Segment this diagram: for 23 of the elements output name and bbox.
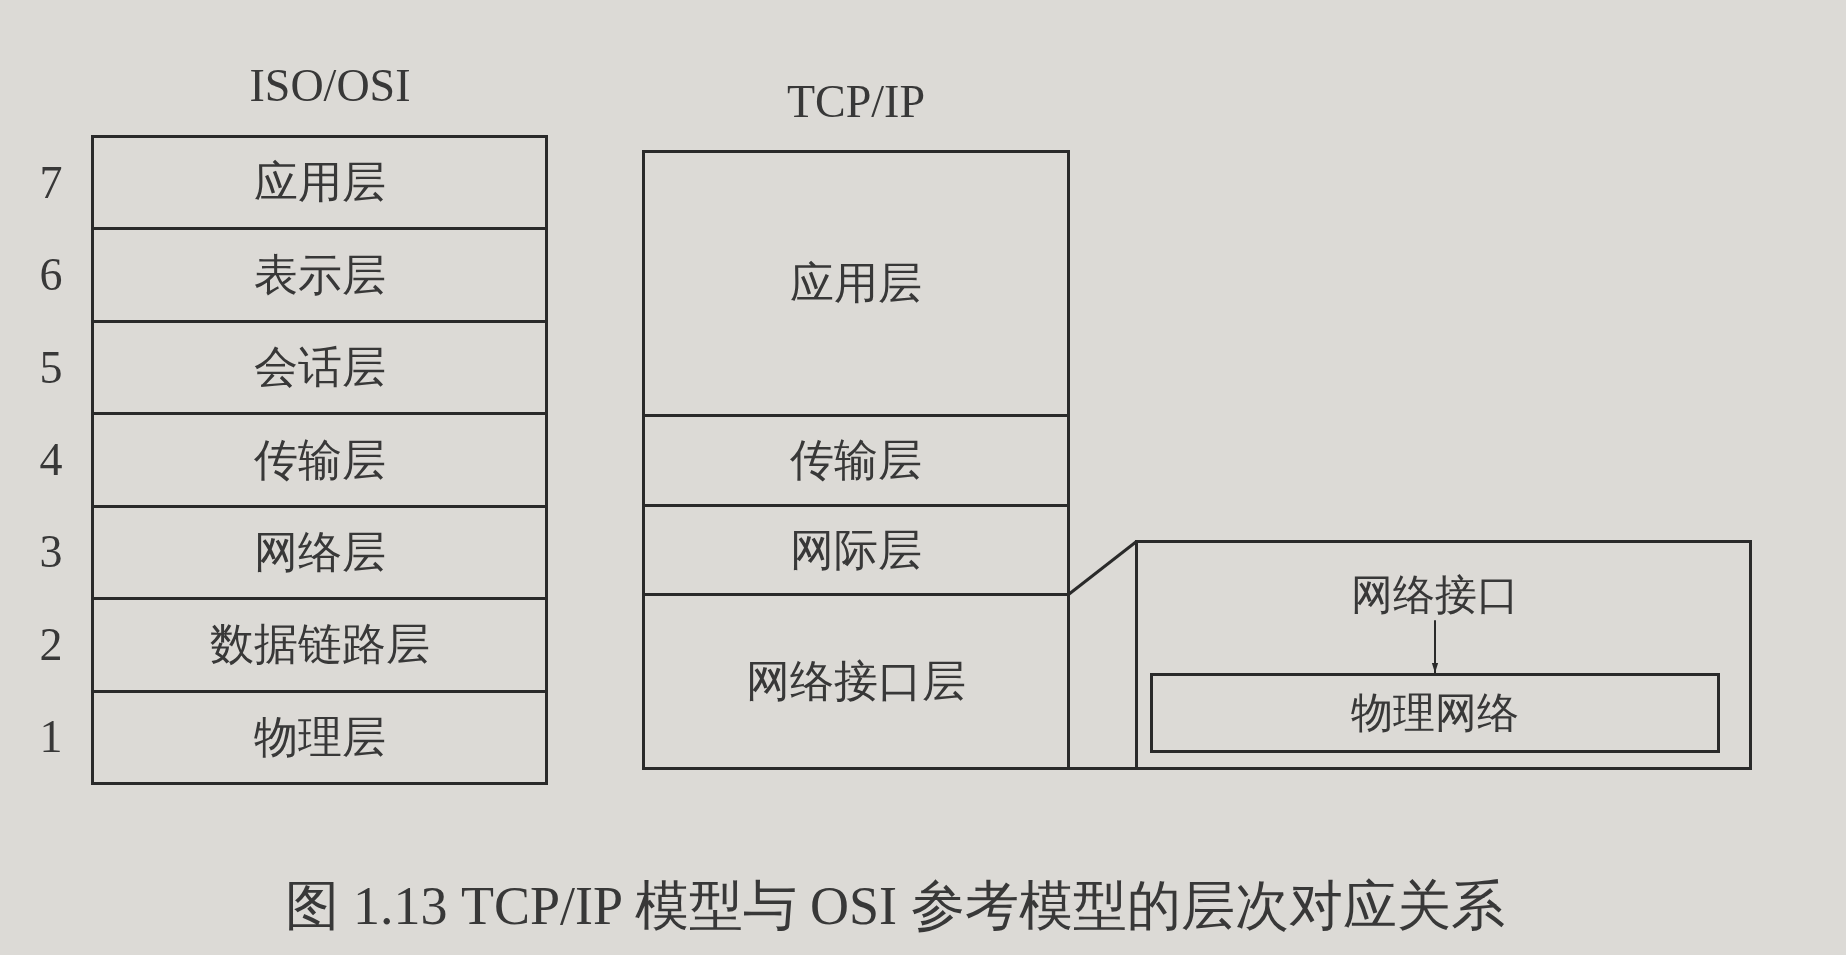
connector-line (1068, 767, 1137, 770)
layer-box: 网络接口层 (642, 593, 1070, 770)
detail-box (1135, 540, 1752, 770)
column-heading: ISO/OSI (249, 59, 411, 113)
layer-box: 表示层 (91, 227, 548, 323)
layer-box: 数据链路层 (91, 597, 548, 693)
layer-number: 7 (39, 156, 63, 210)
layer-number: 5 (39, 341, 63, 394)
layer-number: 4 (39, 433, 63, 487)
figure-caption: 图 1.13 TCP/IP 模型与 OSI 参考模型的层次对应关系 (285, 874, 1505, 938)
arrow (1431, 619, 1439, 674)
layer-number: 6 (39, 248, 63, 302)
layer-box: 传输层 (642, 414, 1070, 507)
connector-line (1067, 540, 1138, 596)
column-heading: TCP/IP (787, 75, 925, 129)
layer-box: 物理网络 (1150, 673, 1720, 753)
layer-box: 网际层 (642, 504, 1070, 596)
layer-number: 2 (39, 618, 63, 672)
layer-box: 应用层 (642, 150, 1070, 417)
heading-text: 网络接口 (1351, 569, 1519, 621)
layer-box: 传输层 (91, 412, 548, 508)
layer-number: 1 (39, 710, 63, 764)
layer-number: 3 (39, 526, 63, 579)
